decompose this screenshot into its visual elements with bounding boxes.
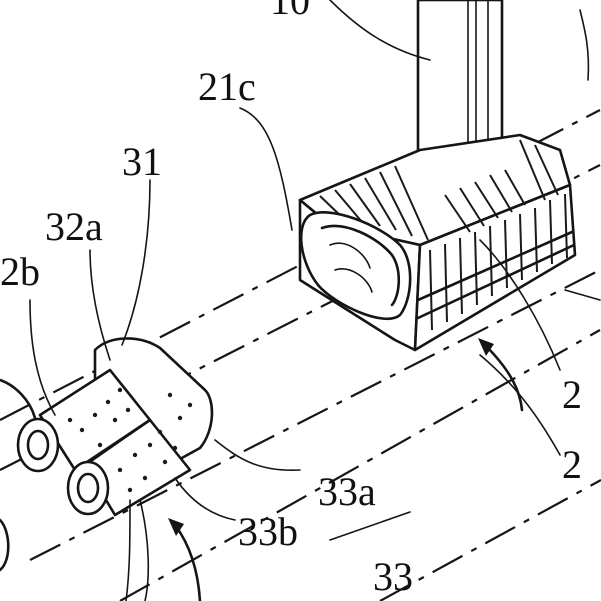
leader-lines (29, 0, 601, 601)
label-33a: 33a (318, 469, 376, 514)
label-33b: 33b (238, 509, 298, 554)
connector-texture (67, 387, 193, 493)
label-33: 33 (373, 554, 413, 599)
housing-hatching (319, 139, 559, 241)
label-shaft: 10 (270, 0, 310, 23)
label-2-upper: 2 (562, 372, 582, 417)
label-32a: 32a (45, 204, 103, 249)
arrows (168, 338, 524, 601)
connector-housing (298, 133, 577, 352)
label-31: 31 (122, 139, 162, 184)
label-21c: 21c (198, 64, 256, 109)
label-2b: 2b (0, 249, 40, 294)
label-2-lower: 2 (562, 442, 582, 487)
housing-side-hatching (416, 193, 576, 331)
double-connector (0, 337, 214, 572)
